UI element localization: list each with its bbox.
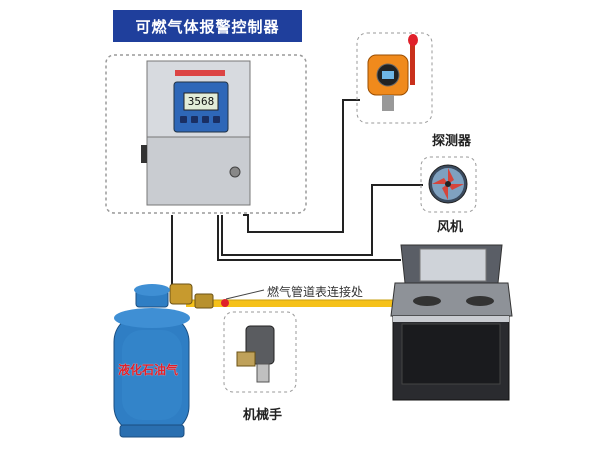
gas-detector	[356, 32, 433, 124]
controller-box	[141, 60, 251, 206]
lpg-label: 液化石油气	[118, 363, 179, 377]
range-hood-stove	[390, 244, 513, 401]
pipe-joint-leader	[225, 289, 265, 300]
controller-frame	[105, 54, 307, 214]
pipe-joint-label: 燃气管道表连接处	[267, 285, 364, 299]
gas-cylinder	[113, 284, 190, 438]
signal-wires	[171, 99, 423, 290]
fan-label: 风机	[437, 220, 464, 235]
diagram-title: 可燃气体报警控制器	[113, 10, 302, 42]
pipe-joint-marker	[221, 299, 229, 307]
manipulator-label: 机械手	[243, 408, 283, 423]
valve-manipulator	[223, 311, 297, 393]
controller-display-value: 3568	[187, 95, 215, 108]
wire-to-detector	[243, 99, 360, 233]
gas-pipe	[169, 283, 401, 309]
regulator	[169, 283, 193, 305]
detector-label: 探测器	[432, 134, 472, 149]
wire-to-fan	[221, 184, 423, 256]
wire-to-stove	[217, 215, 401, 261]
lock-icon	[229, 166, 241, 178]
exhaust-fan	[420, 156, 477, 213]
